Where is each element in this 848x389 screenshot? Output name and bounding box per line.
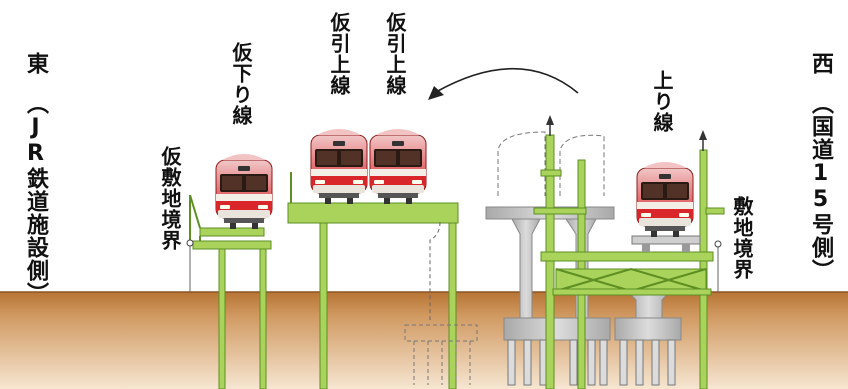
temp-down-line-label: 仮下り線 [229,42,253,126]
site-boundary-label: 敷地境界 [730,196,754,280]
east-label: 東 [23,52,48,75]
up-line-label: 上り線 [650,70,674,133]
temp-up-line-structure [287,128,459,389]
steel-frame [533,115,725,389]
temp-site-boundary-label: 仮敷地境界 [158,146,182,251]
temp-down-line-structure [186,153,273,389]
temp-up-line-label-1: 仮引上線 [327,12,351,96]
temp-up-line-label-2: 仮引上線 [383,12,407,96]
west-label: 西 [808,52,833,75]
removed-structure-outline [497,131,605,196]
removed-foundation [404,324,478,385]
east-note-label: （JR鉄道施設側） [23,92,48,305]
west-note-label: （国道15号側） [808,92,833,282]
move-arrow [428,68,579,100]
